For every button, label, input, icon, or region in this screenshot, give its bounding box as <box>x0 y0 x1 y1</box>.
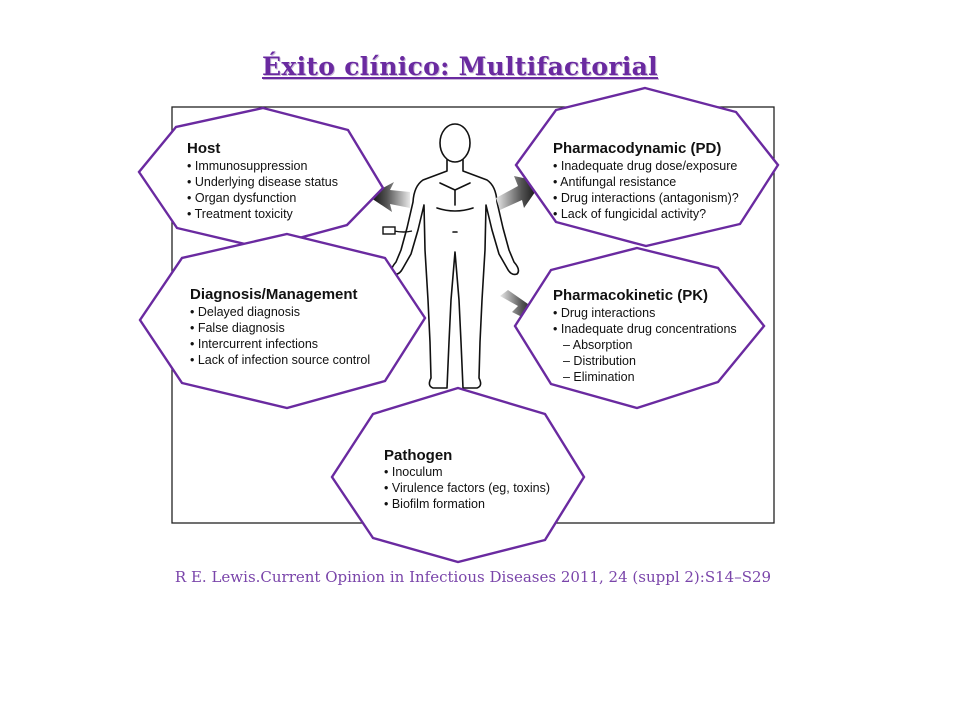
pk-heading: Pharmacokinetic (PK) <box>553 287 708 304</box>
host-item: • Organ dysfunction <box>187 191 296 205</box>
pathogen-heading: Pathogen <box>384 447 452 464</box>
diagnosis-star-outline <box>138 232 427 410</box>
diagnosis-item: • Intercurrent infections <box>190 337 318 351</box>
pk-item: • Drug interactions <box>553 306 655 320</box>
pd-item: • Antifungal resistance <box>553 175 676 189</box>
pd-heading: Pharmacodynamic (PD) <box>553 140 721 157</box>
pk-item: • Inadequate drug concentrations <box>553 322 737 336</box>
pk-star-outline <box>513 246 766 410</box>
host-box: Host • Immunosuppression • Underlying di… <box>137 106 385 250</box>
pd-item: • Drug interactions (antagonism)? <box>553 191 739 205</box>
host-item: • Treatment toxicity <box>187 207 294 221</box>
pk-subitem: – Distribution <box>563 354 636 368</box>
pathogen-item: • Virulence factors (eg, toxins) <box>384 481 550 495</box>
pd-item: • Lack of fungicidal activity? <box>553 207 706 221</box>
host-item: • Immunosuppression <box>187 159 307 173</box>
slide-title: Éxito clínico: Multifactorial <box>262 52 658 81</box>
pd-box: Pharmacodynamic (PD) • Inadequate drug d… <box>514 86 780 248</box>
pk-subitem: – Elimination <box>563 370 635 384</box>
pd-star-outline <box>514 86 780 248</box>
citation: R E. Lewis.Current Opinion in Infectious… <box>174 568 772 586</box>
arrow-to-host-icon <box>368 182 410 212</box>
pk-box: Pharmacokinetic (PK) • Drug interactions… <box>513 246 766 410</box>
diagnosis-item: • Delayed diagnosis <box>190 305 300 319</box>
pd-item: • Inadequate drug dose/exposure <box>553 159 737 173</box>
pathogen-item: • Inoculum <box>384 465 443 479</box>
diagnosis-box: Diagnosis/Management • Delayed diagnosis… <box>138 232 427 410</box>
human-body-figure <box>390 123 520 389</box>
diagnosis-item: • False diagnosis <box>190 321 285 335</box>
diagnosis-item: • Lack of infection source control <box>190 353 370 367</box>
host-heading: Host <box>187 140 220 157</box>
pk-subitem: – Absorption <box>563 338 633 352</box>
pathogen-box: Pathogen • Inoculum • Virulence factors … <box>330 386 586 564</box>
iv-line-icon <box>382 226 413 235</box>
diagnosis-heading: Diagnosis/Management <box>190 286 358 303</box>
host-item: • Underlying disease status <box>187 175 338 189</box>
pathogen-item: • Biofilm formation <box>384 497 485 511</box>
pathogen-star-outline <box>330 386 586 564</box>
